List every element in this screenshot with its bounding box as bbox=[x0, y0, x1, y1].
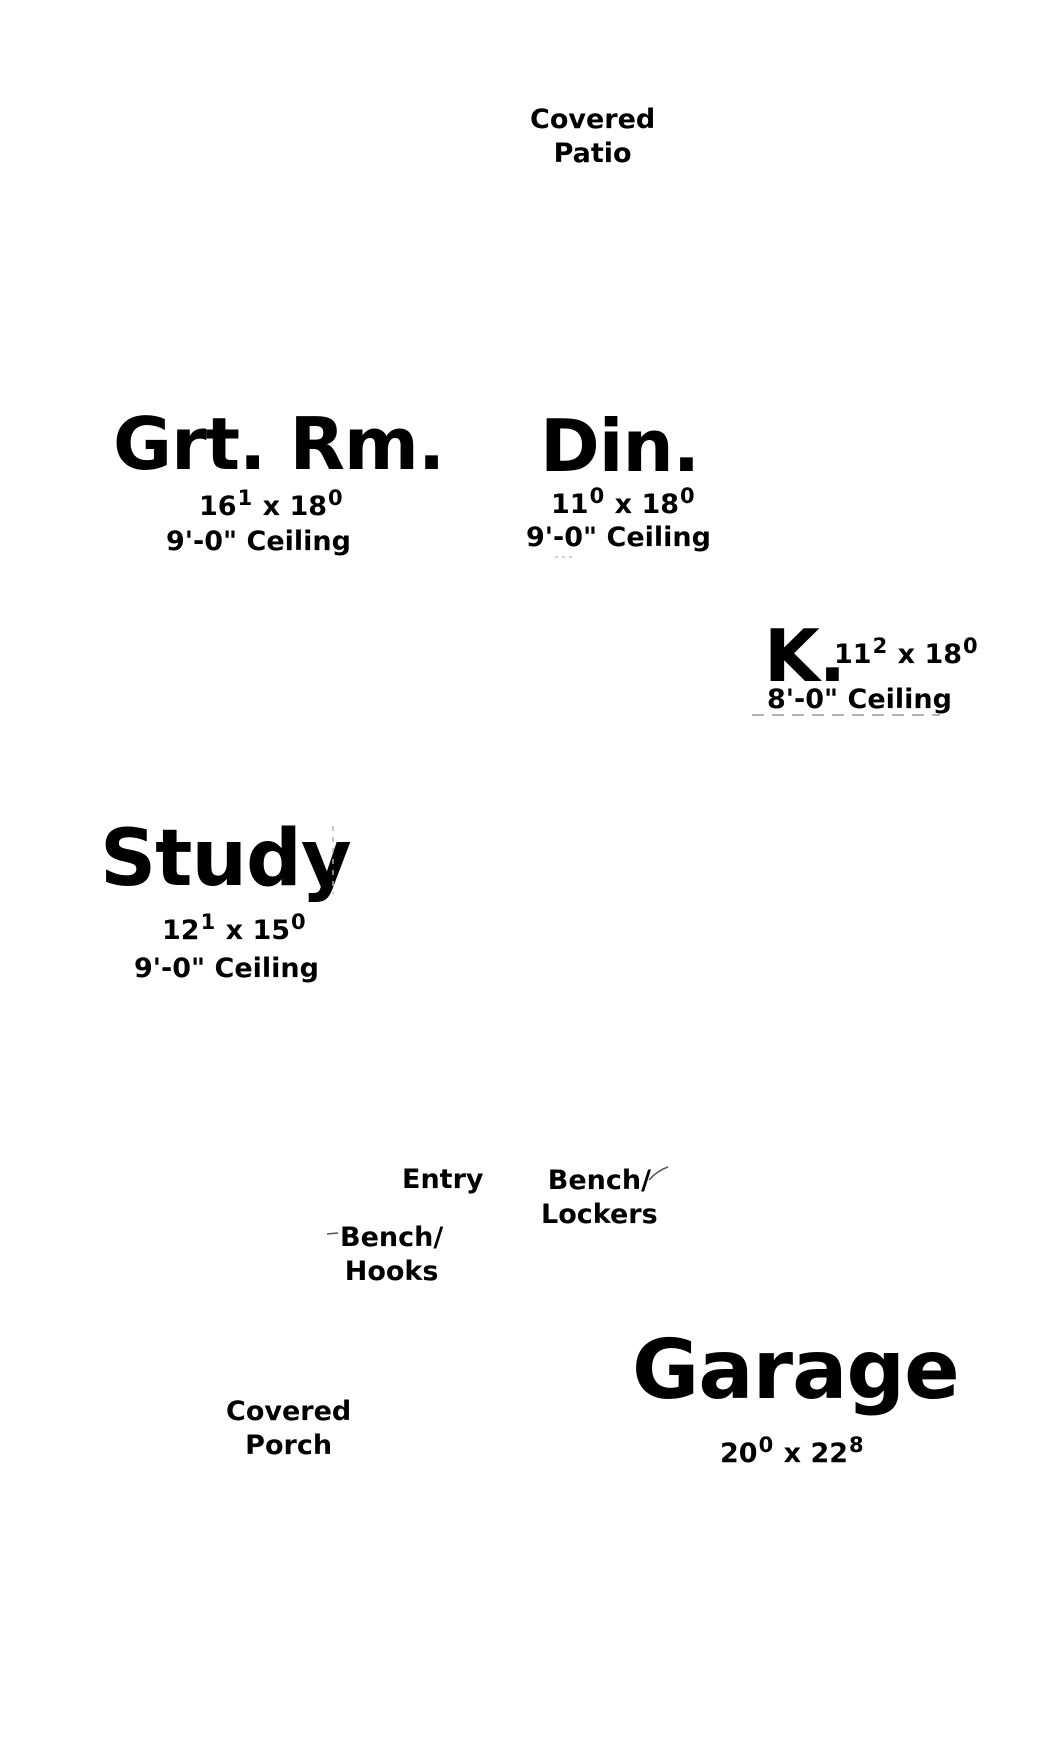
kitchen-title: K. bbox=[764, 614, 846, 698]
kitchen-x: x bbox=[897, 639, 916, 670]
great-room-width: 16 bbox=[199, 491, 237, 522]
dining-x: x bbox=[614, 489, 633, 520]
great-room-dimensions: 161 x 180 bbox=[199, 488, 344, 522]
bench-hooks-line1: Bench/ bbox=[340, 1222, 444, 1253]
dining-width-inches: 0 bbox=[589, 484, 605, 508]
covered-porch-line2: Porch bbox=[245, 1430, 333, 1461]
garage-depth-inches: 8 bbox=[849, 1433, 864, 1457]
dining-depth: 18 bbox=[641, 489, 680, 520]
entry-label: Entry bbox=[402, 1164, 484, 1195]
study-width: 12 bbox=[162, 915, 200, 946]
dining-dimensions: 110 x 180 bbox=[551, 486, 696, 520]
garage-dimensions: 200 x 228 bbox=[720, 1435, 865, 1469]
study-ceiling: 9'-0" Ceiling bbox=[134, 953, 319, 984]
bench-hooks-label: Bench/ Hooks bbox=[340, 1221, 443, 1289]
kitchen-width: 11 bbox=[834, 639, 872, 670]
kitchen-depth-inches: 0 bbox=[963, 634, 978, 658]
garage-title: Garage bbox=[632, 1323, 960, 1418]
study-width-inches: 1 bbox=[200, 910, 216, 934]
great-room-x: x bbox=[262, 491, 281, 522]
great-room-ceiling: 9'-0" Ceiling bbox=[166, 526, 351, 557]
covered-patio-line2: Patio bbox=[553, 138, 632, 169]
dining-depth-inches: 0 bbox=[680, 484, 695, 508]
study-x: x bbox=[225, 915, 244, 946]
study-title: Study bbox=[100, 814, 352, 904]
covered-patio-label: Covered Patio bbox=[530, 103, 655, 171]
garage-width: 20 bbox=[720, 1438, 758, 1469]
garage-depth: 22 bbox=[810, 1438, 849, 1469]
bench-lockers-label: Bench/ Lockers bbox=[541, 1164, 658, 1232]
great-room-depth-inches: 0 bbox=[328, 486, 343, 510]
bench-lockers-line2: Lockers bbox=[541, 1199, 658, 1230]
study-depth-inches: 0 bbox=[291, 910, 306, 934]
covered-porch-label: Covered Porch bbox=[226, 1395, 351, 1463]
study-depth: 15 bbox=[252, 915, 291, 946]
covered-porch-line1: Covered bbox=[226, 1396, 352, 1427]
dining-ceiling: 9'-0" Ceiling bbox=[526, 522, 711, 553]
bench-lockers-line1: Bench/ bbox=[547, 1165, 651, 1196]
kitchen-ceiling: 8'-0" Ceiling bbox=[767, 684, 952, 715]
great-room-depth: 18 bbox=[289, 491, 328, 522]
great-room-title: Grt. Rm. bbox=[113, 402, 445, 486]
covered-patio-line1: Covered bbox=[530, 104, 656, 135]
kitchen-width-inches: 2 bbox=[872, 634, 888, 658]
garage-width-inches: 0 bbox=[758, 1433, 774, 1457]
bench-hooks-line2: Hooks bbox=[344, 1256, 439, 1287]
garage-x: x bbox=[783, 1438, 802, 1469]
bench-hooks-stroke bbox=[326, 1232, 339, 1235]
kitchen-dimensions: 112 x 180 bbox=[834, 636, 979, 670]
dining-title: Din. bbox=[540, 404, 700, 488]
great-room-width-inches: 1 bbox=[237, 486, 253, 510]
dining-width: 11 bbox=[551, 489, 589, 520]
study-dimensions: 121 x 150 bbox=[162, 912, 307, 946]
kitchen-depth: 18 bbox=[924, 639, 963, 670]
